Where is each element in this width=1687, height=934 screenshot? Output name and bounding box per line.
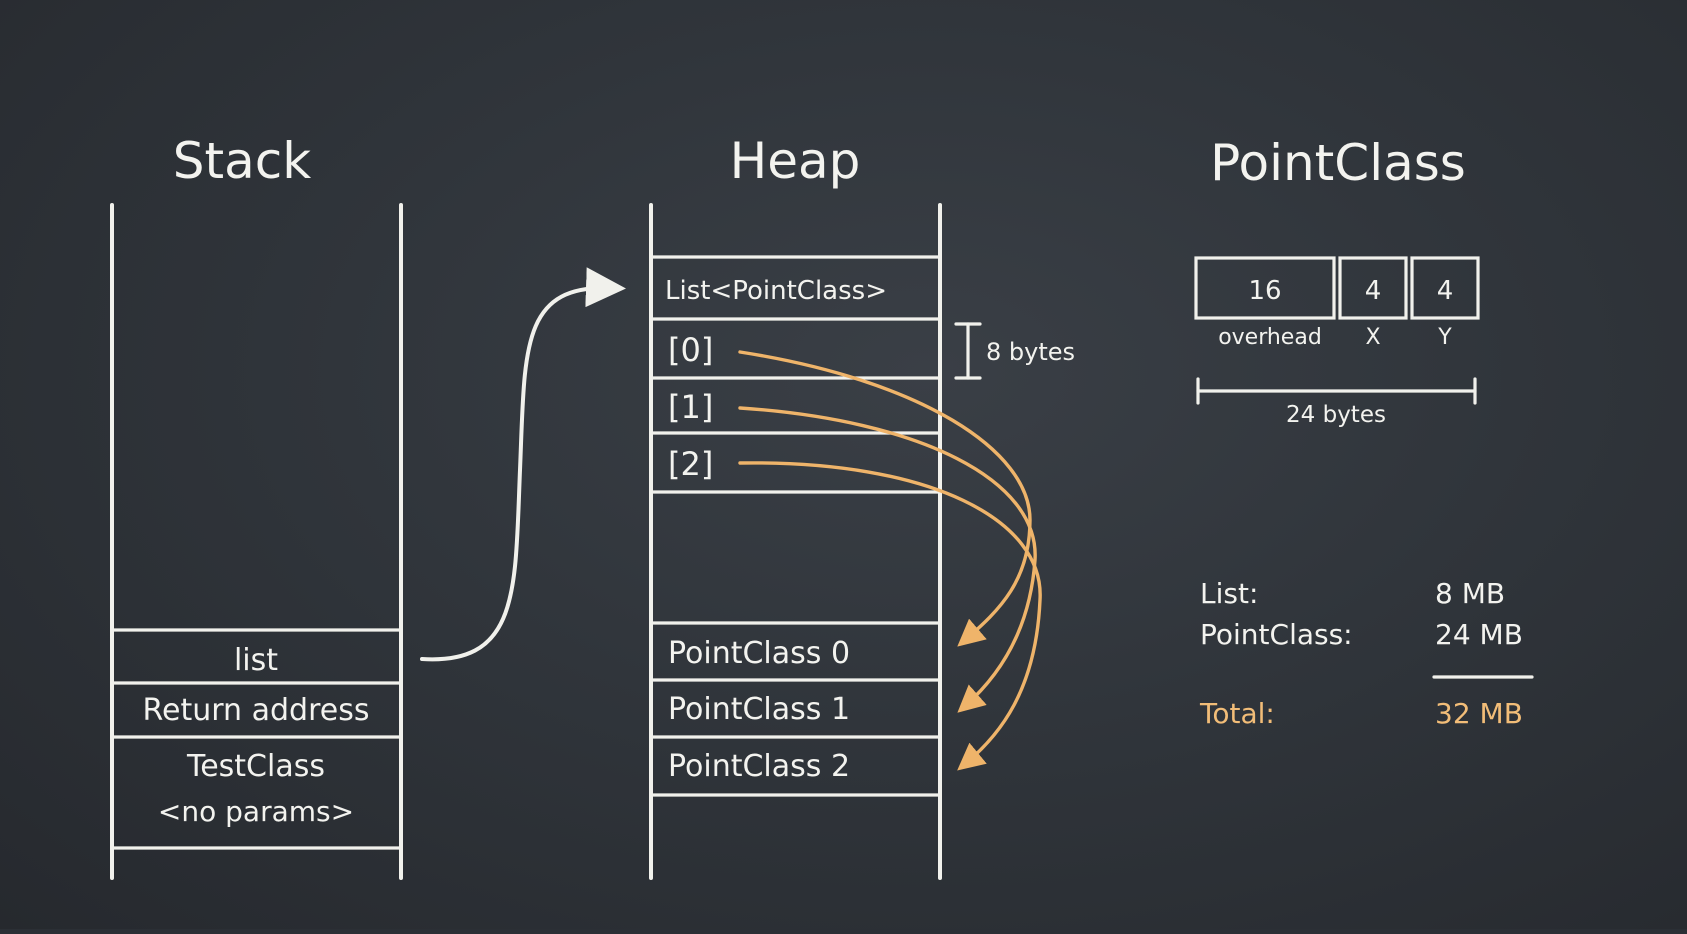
heap-slot-1: [1]: [668, 388, 713, 426]
field-label-y: Y: [1437, 325, 1452, 350]
stack-frame-return-address: Return address: [143, 693, 370, 728]
field-box-x: [1338, 256, 1408, 320]
field-label-overhead: overhead: [1218, 325, 1322, 350]
memory-summary: List: 8 MB PointClass: 24 MB Total: 32 M…: [1199, 577, 1534, 730]
field-box-overhead: [1194, 256, 1336, 320]
field-size-x: 4: [1365, 276, 1382, 306]
stack-frame-list: list: [234, 643, 278, 678]
heap-section: Heap List<PointClass> [0] [1] [2] PointC…: [649, 132, 1075, 880]
stack-frame-testclass: TestClass: [186, 749, 325, 784]
stack-frame-params: <no params>: [158, 795, 354, 828]
heap-object-2: PointClass 2: [668, 749, 850, 784]
heap-object-1: PointClass 1: [668, 692, 850, 727]
field-size-y: 4: [1437, 276, 1454, 306]
total-size-label: 24 bytes: [1286, 402, 1386, 428]
heap-slot-2: [2]: [668, 445, 713, 483]
summary-value-pointclass: 24 MB: [1435, 618, 1523, 651]
pointclass-title: PointClass: [1210, 134, 1466, 192]
reference-arrow-1: [738, 406, 1037, 713]
summary-value-list: 8 MB: [1435, 577, 1505, 610]
field-label-x: X: [1365, 325, 1380, 350]
field-size-overhead: 16: [1248, 276, 1281, 306]
heap-list-header: List<PointClass>: [665, 276, 887, 306]
summary-total-value: 32 MB: [1435, 697, 1523, 730]
heap-object-0: PointClass 0: [668, 636, 850, 671]
heap-slot-0: [0]: [668, 331, 713, 369]
summary-label-list: List:: [1200, 577, 1258, 610]
pointclass-section: PointClass 16 4 4 overhead X Y 24 bytes: [1194, 134, 1480, 428]
stack-title: Stack: [173, 132, 311, 190]
element-reference-arrows: [738, 350, 1042, 771]
reference-arrow-2: [738, 461, 1042, 771]
summary-label-pointclass: PointClass:: [1200, 618, 1353, 651]
list-reference-arrow: [420, 267, 626, 662]
stack-section: Stack list Return address TestClass <no …: [110, 132, 403, 880]
slot-size-label: 8 bytes: [986, 338, 1075, 366]
field-box-y: [1410, 256, 1480, 320]
summary-total-label: Total:: [1199, 697, 1275, 730]
heap-title: Heap: [730, 132, 861, 190]
reference-arrow-0: [738, 350, 1032, 647]
